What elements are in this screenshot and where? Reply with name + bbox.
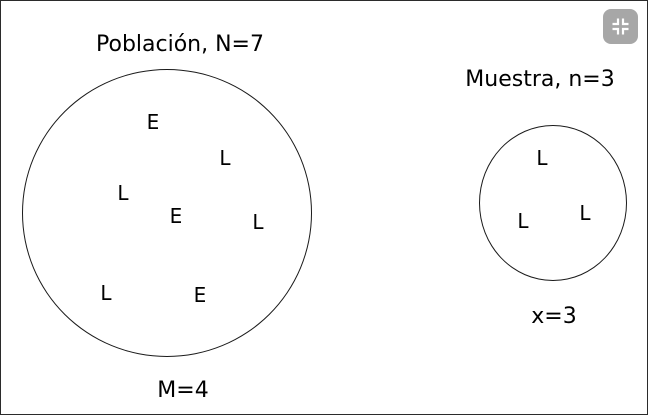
population-element: E (193, 283, 207, 307)
sample-element: L (536, 146, 548, 170)
population-element: L (117, 181, 129, 205)
population-element: L (100, 281, 112, 305)
population-element: L (219, 146, 231, 170)
sample-element: L (517, 209, 529, 233)
population-element: L (252, 210, 264, 234)
population-element: E (169, 204, 183, 228)
population-circle (22, 69, 312, 357)
sample-title: Muestra, n=3 (465, 67, 615, 92)
population-element: E (146, 110, 160, 134)
sample-element: L (579, 201, 591, 225)
population-title: Población, N=7 (96, 32, 264, 57)
collapse-icon (612, 18, 629, 35)
sample-footer: x=3 (531, 304, 577, 329)
collapse-button[interactable] (603, 9, 638, 44)
population-footer: M=4 (157, 378, 209, 403)
sample-circle (479, 125, 627, 281)
